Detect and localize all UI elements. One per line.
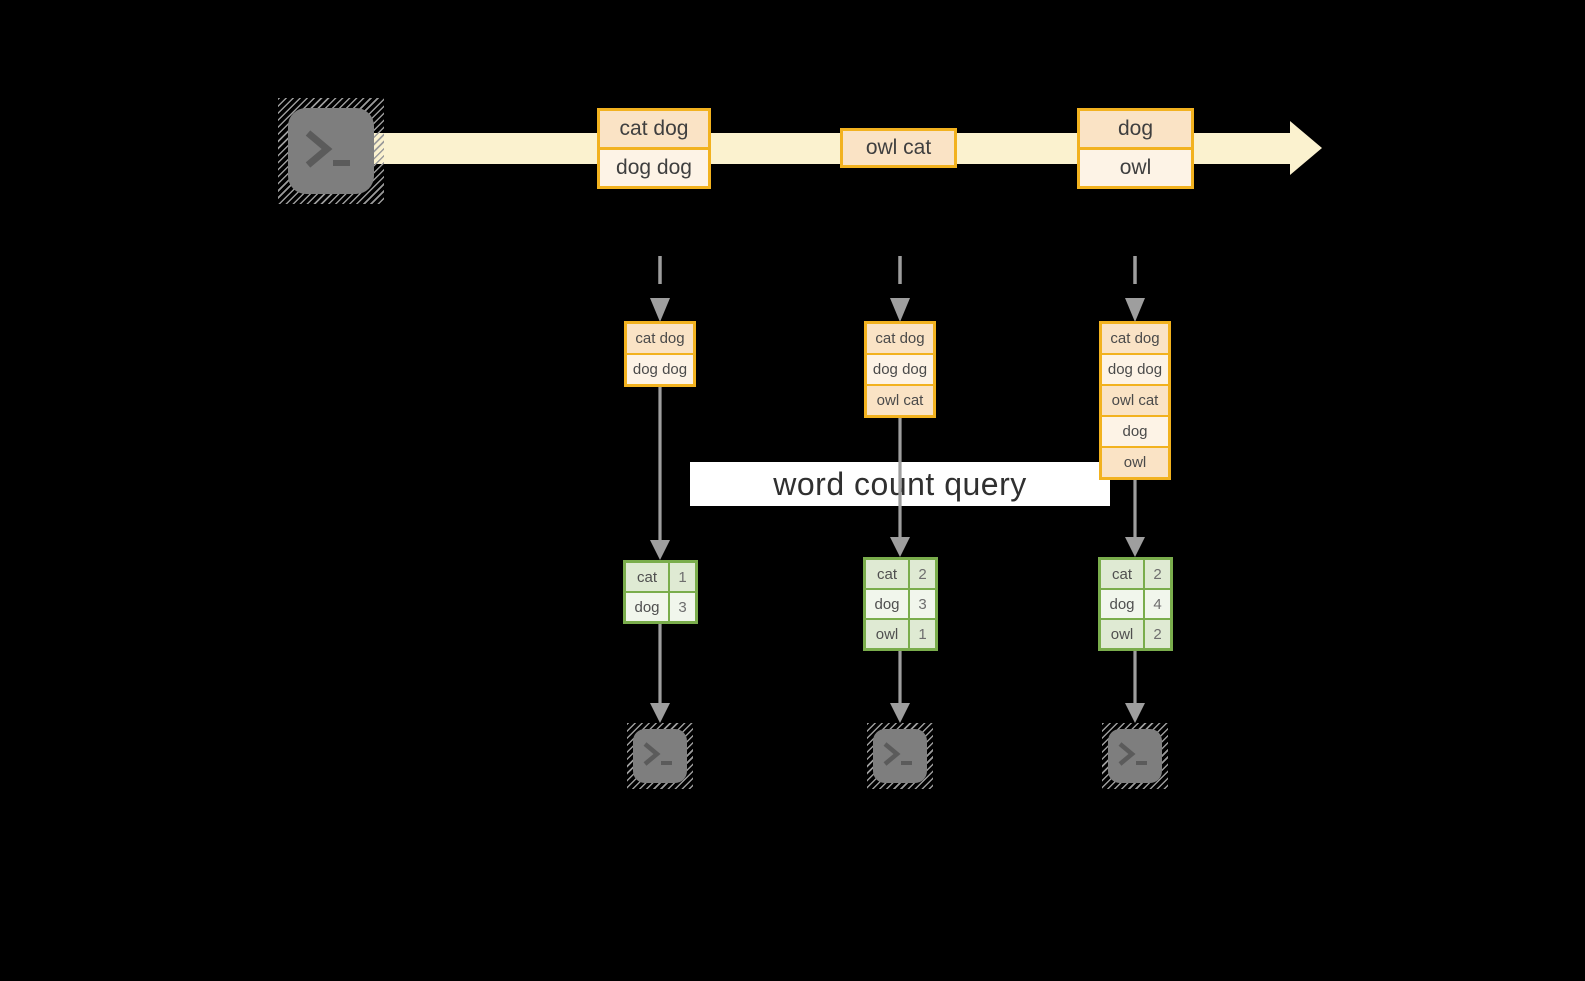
terminal-body [288, 108, 374, 194]
sink-terminal-icon [1102, 723, 1168, 789]
dashed-arrow-icon [650, 256, 670, 322]
sink-terminal-icon [867, 723, 933, 789]
event-text: dog [1080, 111, 1191, 147]
event-text: owl cat [843, 131, 954, 165]
result-word: dog [866, 590, 908, 618]
arrow-down-icon [650, 387, 670, 560]
result-count: 4 [1145, 590, 1170, 618]
buffer-row: cat dog [627, 324, 693, 353]
arrow-down-icon [1125, 480, 1145, 557]
event-buffer-3: cat dog dog dog owl cat dog owl [1099, 321, 1171, 480]
buffer-row: owl cat [1102, 384, 1168, 415]
event-buffer-2: cat dog dog dog owl cat [864, 321, 936, 418]
event-text: owl [1080, 147, 1191, 186]
result-word: cat [866, 560, 908, 588]
buffer-row: dog dog [627, 353, 693, 384]
result-count: 3 [670, 593, 695, 621]
arrow-down-icon [1125, 651, 1145, 723]
buffer-row: dog dog [867, 353, 933, 384]
event-text: cat dog [600, 111, 708, 147]
result-count: 3 [910, 590, 935, 618]
terminal-prompt-icon [1118, 742, 1147, 766]
result-word: dog [1101, 590, 1143, 618]
terminal-body [633, 729, 687, 783]
source-terminal-icon [278, 98, 384, 204]
result-word: owl [866, 620, 908, 648]
result-count: 2 [1145, 620, 1170, 648]
buffer-row: cat dog [1102, 324, 1168, 353]
result-table-1: cat 1 dog 3 [623, 560, 698, 624]
result-table-3: cat 2 dog 4 owl 2 [1098, 557, 1173, 651]
dashed-arrow-icon [890, 256, 910, 322]
arrow-down-icon [650, 624, 670, 723]
arrow-down-icon [890, 418, 910, 557]
result-word: dog [626, 593, 668, 621]
result-word: owl [1101, 620, 1143, 648]
result-count: 2 [1145, 560, 1170, 588]
buffer-row: owl cat [867, 384, 933, 415]
event-text: dog dog [600, 147, 708, 186]
buffer-row: cat dog [867, 324, 933, 353]
result-word: cat [1101, 560, 1143, 588]
event-stream-arrowhead-icon [1290, 121, 1322, 175]
buffer-row: dog [1102, 415, 1168, 446]
arrow-down-icon [890, 651, 910, 723]
terminal-body [1108, 729, 1162, 783]
sink-terminal-icon [627, 723, 693, 789]
event-box-3: dog owl [1077, 108, 1194, 189]
result-count: 1 [910, 620, 935, 648]
event-box-2: owl cat [840, 128, 957, 168]
event-box-1: cat dog dog dog [597, 108, 711, 189]
result-count: 2 [910, 560, 935, 588]
terminal-prompt-icon [883, 742, 912, 766]
event-buffer-1: cat dog dog dog [624, 321, 696, 387]
result-table-2: cat 2 dog 3 owl 1 [863, 557, 938, 651]
terminal-prompt-icon [643, 742, 672, 766]
dashed-arrow-icon [1125, 256, 1145, 322]
terminal-prompt-icon [305, 130, 350, 168]
result-word: cat [626, 563, 668, 591]
terminal-body [873, 729, 927, 783]
buffer-row: dog dog [1102, 353, 1168, 384]
result-count: 1 [670, 563, 695, 591]
buffer-row: owl [1102, 446, 1168, 477]
